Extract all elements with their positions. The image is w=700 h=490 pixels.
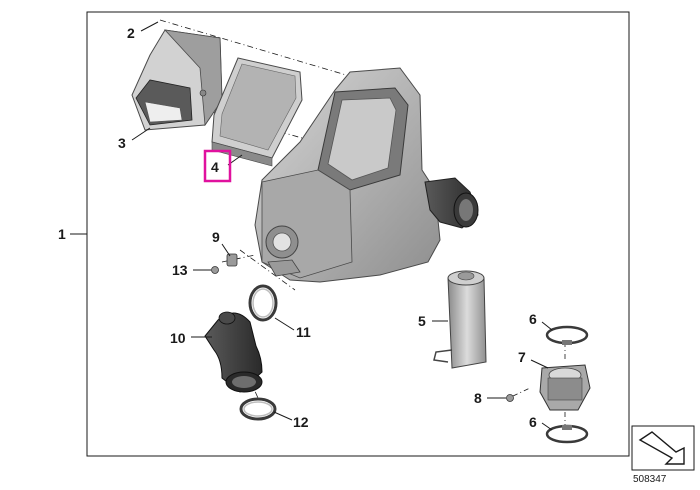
leader-lines [70,21,553,431]
callout-4: 4 [211,159,219,175]
callout-11: 11 [296,324,311,340]
callout-1: 1 [58,226,66,242]
clamp-6-top [545,325,589,345]
callout-12: 12 [293,414,309,430]
highlight-box [203,149,232,183]
clamp-11 [248,284,278,322]
intake-duct [131,29,223,131]
callout-9: 9 [212,229,220,245]
screw-8 [506,387,531,402]
callout-5: 5 [418,313,426,329]
callout-7: 7 [518,349,526,365]
drawing-number: 508347 [633,474,667,485]
hose-10 [204,311,263,393]
screw-9 [226,253,238,267]
filter-housing [254,67,441,283]
callout-3: 3 [118,135,126,151]
arrow-icon [631,425,695,471]
outlet-pipe [424,177,479,229]
callout-6-bottom: 6 [529,414,537,430]
callout-10: 10 [170,330,186,346]
screw-13 [211,266,219,274]
callout-8: 8 [474,390,482,406]
filter-element [211,57,303,167]
bracket-7 [539,342,591,428]
callout-6-top: 6 [529,311,537,327]
callout-2: 2 [127,25,135,41]
clamp-12 [239,397,277,421]
resonator-5 [433,270,487,369]
callout-13: 13 [172,262,188,278]
clamp-6-bottom [545,424,589,444]
